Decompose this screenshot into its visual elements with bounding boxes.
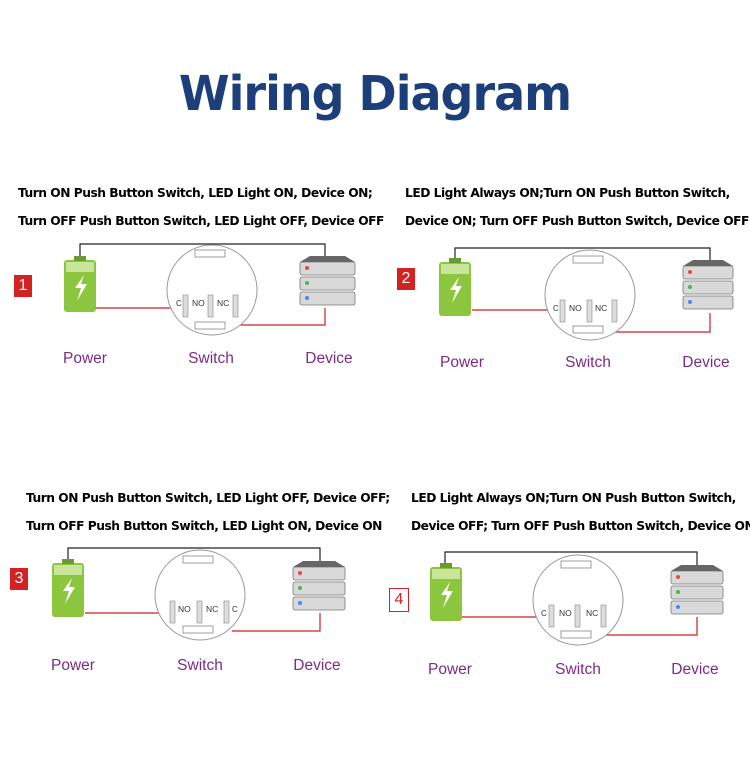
- device-label: Device: [305, 350, 353, 367]
- device-icon: [670, 565, 724, 615]
- switch-icon: NO NC C: [154, 549, 246, 641]
- battery-icon: [64, 256, 96, 312]
- power-label: Power: [51, 657, 95, 674]
- wiring-schematic: C NO NC: [64, 243, 356, 336]
- svg-text:NO: NO: [569, 303, 582, 313]
- panel-4: LED Light Always ON;Turn ON Push Button …: [375, 485, 750, 765]
- panel-caption-line2: Turn OFF Push Button Switch, LED Light O…: [18, 213, 384, 228]
- power-label: Power: [428, 661, 472, 678]
- page-title: Wiring Diagram: [178, 64, 572, 122]
- switch-label: Switch: [565, 354, 611, 371]
- svg-text:NO: NO: [178, 604, 191, 614]
- svg-text:C: C: [232, 605, 238, 614]
- switch-icon: NO NC C: [532, 554, 624, 646]
- switch-icon: C NO NC: [544, 249, 636, 341]
- svg-text:NC: NC: [206, 604, 218, 614]
- wiring-schematic: NO NC C: [430, 551, 724, 646]
- panel-caption-line1: LED Light Always ON;Turn ON Push Button …: [405, 185, 730, 200]
- panel-number: 3: [10, 568, 28, 590]
- black-wire: [67, 547, 321, 565]
- panel-caption-line2: Turn OFF Push Button Switch, LED Light O…: [26, 518, 382, 533]
- panel-caption-line2: Device ON; Turn OFF Push Button Switch, …: [405, 213, 749, 228]
- svg-text:NC: NC: [595, 303, 607, 313]
- svg-text:NO: NO: [559, 608, 572, 618]
- device-icon: [299, 256, 356, 306]
- switch-label: Switch: [188, 350, 234, 367]
- svg-text:NC: NC: [217, 298, 229, 308]
- wiring-schematic: NO NC C: [52, 547, 346, 641]
- panel-caption-line2: Device OFF; Turn OFF Push Button Switch,…: [411, 518, 750, 533]
- power-label: Power: [63, 350, 107, 367]
- device-label: Device: [293, 657, 341, 674]
- device-label: Device: [682, 354, 730, 371]
- svg-text:C: C: [176, 299, 182, 308]
- panel-caption-line1: Turn ON Push Button Switch, LED Light OF…: [26, 490, 390, 505]
- panel-caption-line1: Turn ON Push Button Switch, LED Light ON…: [18, 185, 373, 200]
- svg-text:C: C: [541, 609, 547, 618]
- panel-caption-line1: LED Light Always ON;Turn ON Push Button …: [411, 490, 736, 505]
- panel-2: LED Light Always ON;Turn ON Push Button …: [375, 180, 750, 460]
- svg-text:NC: NC: [586, 608, 598, 618]
- black-wire: [444, 551, 698, 569]
- svg-text:C: C: [553, 304, 559, 313]
- device-icon: [682, 260, 734, 310]
- power-label: Power: [440, 354, 484, 371]
- wiring-schematic: C NO NC: [439, 247, 734, 341]
- device-icon: [292, 561, 346, 611]
- panel-3: Turn ON Push Button Switch, LED Light OF…: [0, 485, 390, 765]
- battery-icon: [439, 258, 471, 316]
- battery-icon: [430, 563, 462, 621]
- switch-label: Switch: [177, 657, 223, 674]
- switch-label: Switch: [555, 661, 601, 678]
- device-label: Device: [671, 661, 719, 678]
- switch-icon: C NO NC: [166, 244, 258, 336]
- panel-1: Turn ON Push Button Switch, LED Light ON…: [0, 180, 384, 460]
- svg-text:NO: NO: [192, 298, 205, 308]
- panel-number: 1: [14, 275, 32, 297]
- panel-number: 4: [389, 588, 409, 612]
- battery-icon: [52, 559, 84, 617]
- black-wire: [79, 243, 326, 264]
- panel-number: 2: [397, 268, 415, 290]
- black-wire: [454, 247, 711, 264]
